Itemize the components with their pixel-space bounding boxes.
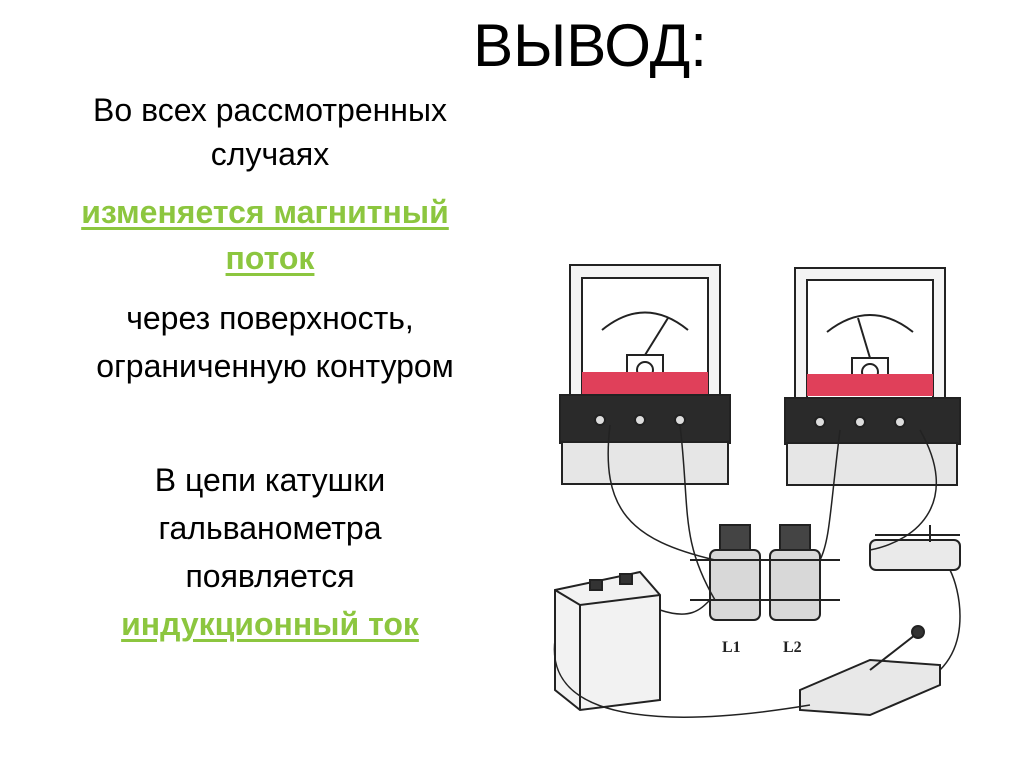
text-line: гальванометра xyxy=(158,510,382,546)
coil-label-l2: L2 xyxy=(783,639,802,656)
galvanometer-right xyxy=(784,267,961,486)
wires xyxy=(553,424,961,718)
text-line: через поверхность, xyxy=(126,300,414,336)
highlight-text: индукционный ток xyxy=(121,606,419,642)
galvanometer-left xyxy=(559,264,731,485)
text-line: случаях xyxy=(210,136,330,172)
rheostat xyxy=(869,525,961,571)
experiment-illustration: L1 L2 xyxy=(553,264,961,718)
key-switch xyxy=(799,625,941,717)
highlight-text: поток xyxy=(225,240,315,276)
coil-label-l1: L1 xyxy=(722,639,741,656)
text-line: появляется xyxy=(185,558,355,594)
text-line: Во всех рассмотренных xyxy=(93,92,447,128)
coils xyxy=(690,524,840,621)
text-line: В цепи катушки xyxy=(154,462,386,498)
battery xyxy=(554,570,661,712)
text-line: ограниченную контуром xyxy=(96,348,454,384)
highlight-text: изменяется магнитный xyxy=(81,194,449,230)
slide-title: ВЫВОД: xyxy=(473,12,707,79)
